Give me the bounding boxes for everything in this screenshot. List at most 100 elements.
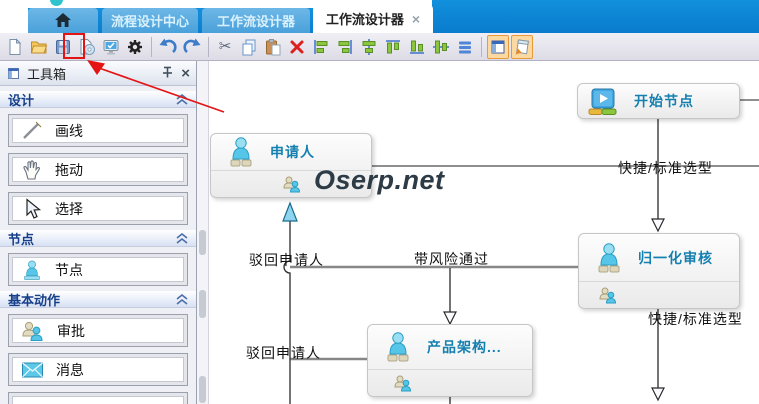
- node-footer: [211, 170, 371, 197]
- open-file-button[interactable]: [28, 35, 50, 59]
- watermark: Oserp.net: [314, 165, 445, 195]
- align-center-horizontal-icon: [433, 40, 449, 53]
- new-document-icon: [9, 37, 22, 55]
- start-play-icon: [588, 88, 617, 115]
- align-left-icon: [314, 39, 328, 54]
- scrollbar-thumb[interactable]: [199, 230, 206, 255]
- node-normalization-review[interactable]: 归一化审核: [578, 233, 740, 309]
- tool-item-label: 拖动: [55, 161, 83, 178]
- close-icon[interactable]: ×: [181, 64, 190, 82]
- align-center-vertical-icon: [362, 38, 376, 55]
- tool-item-draw-line[interactable]: 画线: [8, 114, 188, 147]
- pin-icon[interactable]: [162, 66, 173, 80]
- delete-button[interactable]: [286, 35, 308, 59]
- toolbox-icon: [8, 67, 19, 79]
- section-header-node[interactable]: 节点: [0, 229, 196, 247]
- scrollbar-thumb[interactable]: [199, 290, 206, 318]
- tab-workflow-designer[interactable]: 工作流设计器: [202, 8, 310, 33]
- node-header: 开始节点: [578, 84, 739, 118]
- paste-clipboard-icon: [266, 38, 281, 55]
- message-envelope-icon: [22, 361, 43, 377]
- tool-item-label: 消息: [56, 361, 84, 378]
- copy-icon: [242, 39, 256, 55]
- edge-label-reject-applicant-2: 驳回申请人: [246, 345, 321, 361]
- layers-icon: [459, 41, 471, 53]
- tab-workflow-designer-active[interactable]: 工作流设计器 ×: [313, 4, 433, 33]
- tool-item-drag[interactable]: 拖动: [8, 153, 188, 186]
- tab-home[interactable]: [28, 8, 98, 33]
- node-start[interactable]: 开始节点: [577, 83, 740, 119]
- align-right-icon: [338, 39, 352, 54]
- redo-button[interactable]: [181, 35, 203, 59]
- new-document-button[interactable]: [4, 35, 26, 59]
- tool-item-label: 审批: [57, 322, 85, 339]
- collapse-chevron-icon[interactable]: [176, 232, 188, 244]
- tool-item-label: 画线: [55, 122, 83, 139]
- tool-item-node[interactable]: 节点: [8, 253, 188, 286]
- participants-icon: [394, 375, 412, 391]
- node-title: 产品架构...: [427, 339, 502, 355]
- properties-note-icon: [515, 38, 529, 54]
- teal-dot-decoration: [50, 0, 63, 6]
- toolbox-panel-header: 工具箱 ×: [0, 61, 196, 86]
- node-header: 产品架构...: [368, 325, 532, 369]
- node-title: 归一化审核: [638, 249, 713, 266]
- participants-icon: [283, 176, 301, 192]
- tab-label: 工作流设计器: [216, 14, 295, 29]
- edge-label-reject-applicant-1: 驳回申请人: [249, 252, 324, 268]
- align-center-vertical-button[interactable]: [358, 35, 380, 59]
- collapse-chevron-icon[interactable]: [176, 93, 188, 105]
- undo-icon: [159, 38, 177, 53]
- scrollbar-thumb[interactable]: [199, 376, 206, 403]
- copy-button[interactable]: [238, 35, 260, 59]
- section-header-design[interactable]: 设计: [0, 90, 196, 108]
- edge-label-quick-standard-2: 快捷/标准选型: [648, 311, 743, 327]
- tool-item-label: 节点: [55, 261, 83, 278]
- tool-item-select[interactable]: 选择: [8, 192, 188, 225]
- tool-item-partial[interactable]: [8, 392, 188, 404]
- align-right-button[interactable]: [334, 35, 356, 59]
- node-footer: [368, 369, 532, 396]
- toolbox-panel-toggle-button[interactable]: [487, 34, 509, 59]
- panel-scrollbar[interactable]: [197, 61, 209, 404]
- layers-button[interactable]: [454, 35, 476, 59]
- settings-button[interactable]: [124, 35, 146, 59]
- cut-button[interactable]: ✂: [214, 35, 236, 59]
- section-header-basic-actions[interactable]: 基本动作: [0, 290, 196, 308]
- align-bottom-button[interactable]: [406, 35, 428, 59]
- preview-monitor-icon: [103, 39, 119, 55]
- annotation-highlight-box: [63, 33, 85, 59]
- tab-close-icon[interactable]: ×: [411, 10, 421, 27]
- tab-process-design-center[interactable]: 流程设计中心: [102, 8, 198, 33]
- approve-persons-icon: [22, 321, 43, 341]
- properties-panel-toggle-button[interactable]: [511, 34, 533, 59]
- tab-label: 工作流设计器: [325, 12, 404, 27]
- node-header: 申请人: [211, 134, 371, 170]
- participants-icon: [599, 287, 617, 303]
- node-header: 归一化审核: [579, 234, 739, 281]
- toolbox-panel-icon: [491, 40, 505, 53]
- tab-bar: 流程设计中心 工作流设计器 工作流设计器 ×: [0, 0, 759, 33]
- node-person-icon: [24, 260, 40, 280]
- align-top-button[interactable]: [382, 35, 404, 59]
- toolbar-separator: [208, 36, 209, 57]
- preview-button[interactable]: [100, 35, 122, 59]
- paste-button[interactable]: [262, 35, 284, 59]
- toolbox-title: 工具箱: [27, 66, 67, 82]
- node-applicant[interactable]: 申请人: [210, 133, 372, 198]
- undo-button[interactable]: [157, 35, 179, 59]
- toolbar-separator: [151, 36, 152, 57]
- tab-bar-background-right: [432, 0, 759, 33]
- node-product-architecture[interactable]: 产品架构...: [367, 324, 533, 397]
- select-cursor-icon: [26, 197, 42, 219]
- align-left-button[interactable]: [310, 35, 332, 59]
- person-icon: [387, 332, 409, 362]
- tool-item-message[interactable]: 消息: [8, 353, 188, 386]
- tool-item-approve[interactable]: 审批: [8, 314, 188, 347]
- tab-label: 流程设计中心: [110, 14, 189, 29]
- settings-gear-icon: [128, 39, 142, 54]
- section-title: 设计: [8, 92, 35, 108]
- collapse-chevron-icon[interactable]: [176, 293, 188, 305]
- person-icon: [230, 137, 252, 167]
- align-center-horizontal-button[interactable]: [430, 35, 452, 59]
